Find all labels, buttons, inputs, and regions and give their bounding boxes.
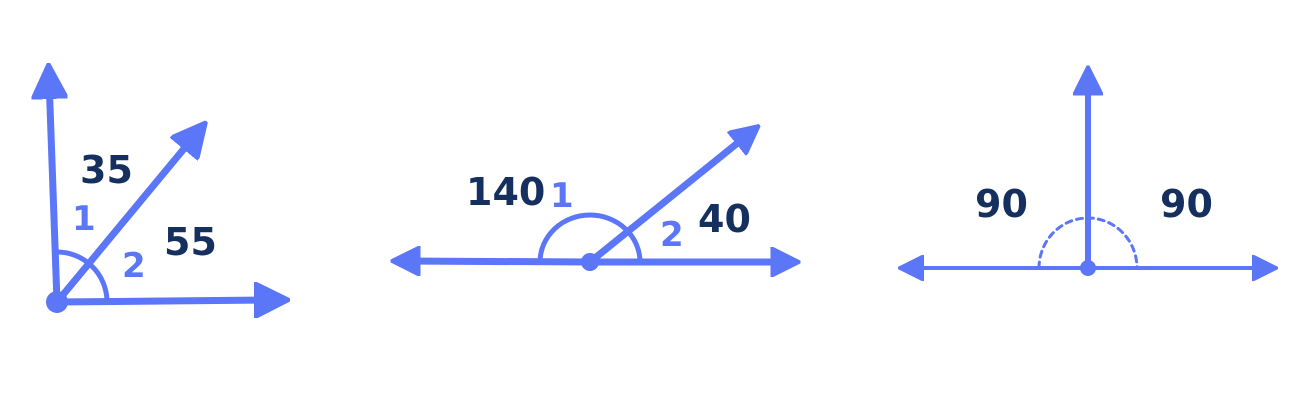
angle-arc <box>52 249 110 304</box>
angle-value-label: 35 <box>80 148 133 192</box>
vertex-point <box>1080 260 1096 276</box>
angle-index-label: 1 <box>550 176 574 216</box>
diagonal-ray <box>53 133 197 306</box>
angle-value-label: 55 <box>164 220 217 264</box>
left-ray <box>403 261 594 262</box>
angle-value-label: 40 <box>698 197 751 241</box>
angle-index-label: 1 <box>72 199 96 239</box>
angle-value-label: 90 <box>975 182 1028 226</box>
figure-right-angles: 90 90 <box>909 78 1267 276</box>
angle-index-label: 2 <box>660 215 684 255</box>
angle-arc <box>1037 216 1139 270</box>
angle-index-label: 2 <box>122 246 146 286</box>
figure-complementary-angles: 35 55 1 2 <box>46 78 275 313</box>
angle-arc <box>537 212 643 265</box>
vertical-ray <box>49 78 57 306</box>
vertex-point <box>581 253 599 271</box>
vertex-point <box>46 291 68 313</box>
horizontal-ray <box>53 300 275 302</box>
figure-supplementary-angles: 140 40 1 2 <box>403 133 788 271</box>
angle-value-label: 140 <box>466 170 545 214</box>
diagonal-ray <box>586 133 750 266</box>
angle-value-label: 90 <box>1160 182 1213 226</box>
